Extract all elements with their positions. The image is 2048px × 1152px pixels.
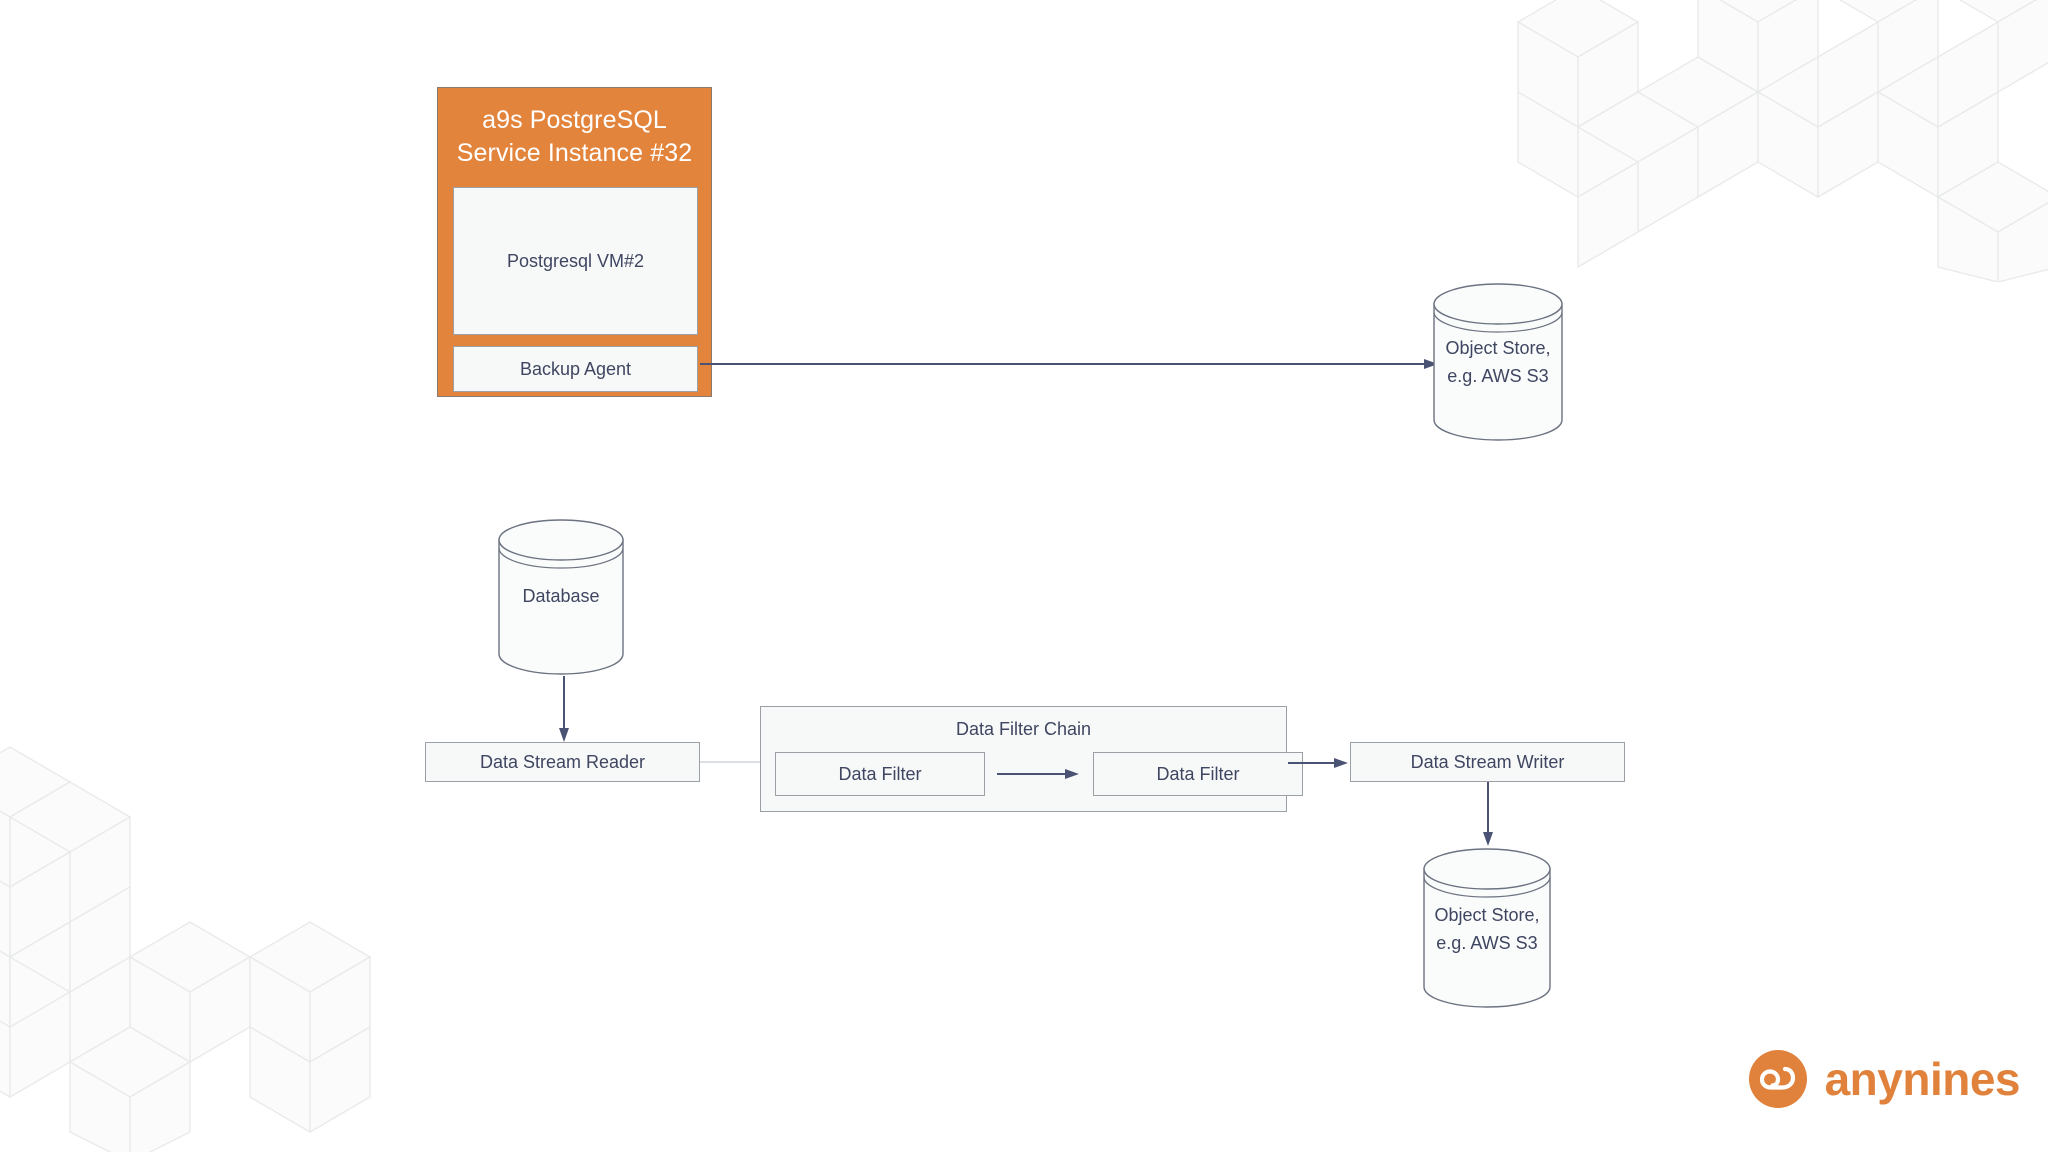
data-filter-label-1: Data Filter <box>838 763 922 784</box>
object-store-bottom-cylinder[interactable]: Object Store, e.g. AWS S3 <box>1422 847 1552 1009</box>
service-instance-title-line1: a9s PostgreSQL <box>482 106 667 134</box>
data-filter-chain-title: Data Filter Chain <box>955 719 1092 739</box>
service-instance-title-line2: Service Instance #32 <box>456 139 693 167</box>
cube-pattern-watermark-bottom-left <box>0 746 372 1152</box>
postgresql-vm-box[interactable]: Postgresql VM#2 <box>453 187 698 335</box>
connector-database-to-reader <box>559 676 569 742</box>
data-stream-writer-label: Data Stream Writer <box>1410 751 1565 772</box>
connector-writer-to-object-store <box>1483 782 1493 846</box>
data-stream-writer-box[interactable]: Data Stream Writer <box>1350 742 1625 782</box>
anynines-logo: anynines <box>1748 1050 2021 1108</box>
data-filter-box-1[interactable]: Data Filter <box>775 752 985 796</box>
data-filter-box-2[interactable]: Data Filter <box>1093 752 1303 796</box>
connector-filter1-to-filter2 <box>997 769 1079 779</box>
service-instance-title: a9s PostgreSQL Service Instance #32 <box>438 104 711 170</box>
object-store-top-cylinder[interactable]: Object Store, e.g. AWS S3 <box>1432 282 1564 442</box>
anynines-cloud-loop-icon <box>1748 1050 1807 1108</box>
connector-backup-agent-to-object-store <box>700 359 1438 369</box>
cube-pattern-watermark-top-right <box>1516 0 2048 282</box>
anynines-wordmark: anynines <box>1824 1053 2021 1105</box>
connector-reader-to-filter-chain <box>700 761 762 763</box>
database-cylinder[interactable]: Database <box>497 518 625 676</box>
service-instance-container[interactable]: a9s PostgreSQL Service Instance #32 Post… <box>437 87 712 397</box>
data-stream-reader-label: Data Stream Reader <box>479 751 646 772</box>
data-filter-chain-container[interactable]: Data Filter Chain Data Filter Data Filte… <box>760 706 1303 812</box>
backup-agent-label: Backup Agent <box>519 358 632 379</box>
data-stream-reader-box[interactable]: Data Stream Reader <box>425 742 700 782</box>
data-filter-label-2: Data Filter <box>1156 763 1240 784</box>
postgresql-vm-label: Postgresql VM#2 <box>506 250 645 271</box>
backup-agent-box[interactable]: Backup Agent <box>453 346 698 392</box>
